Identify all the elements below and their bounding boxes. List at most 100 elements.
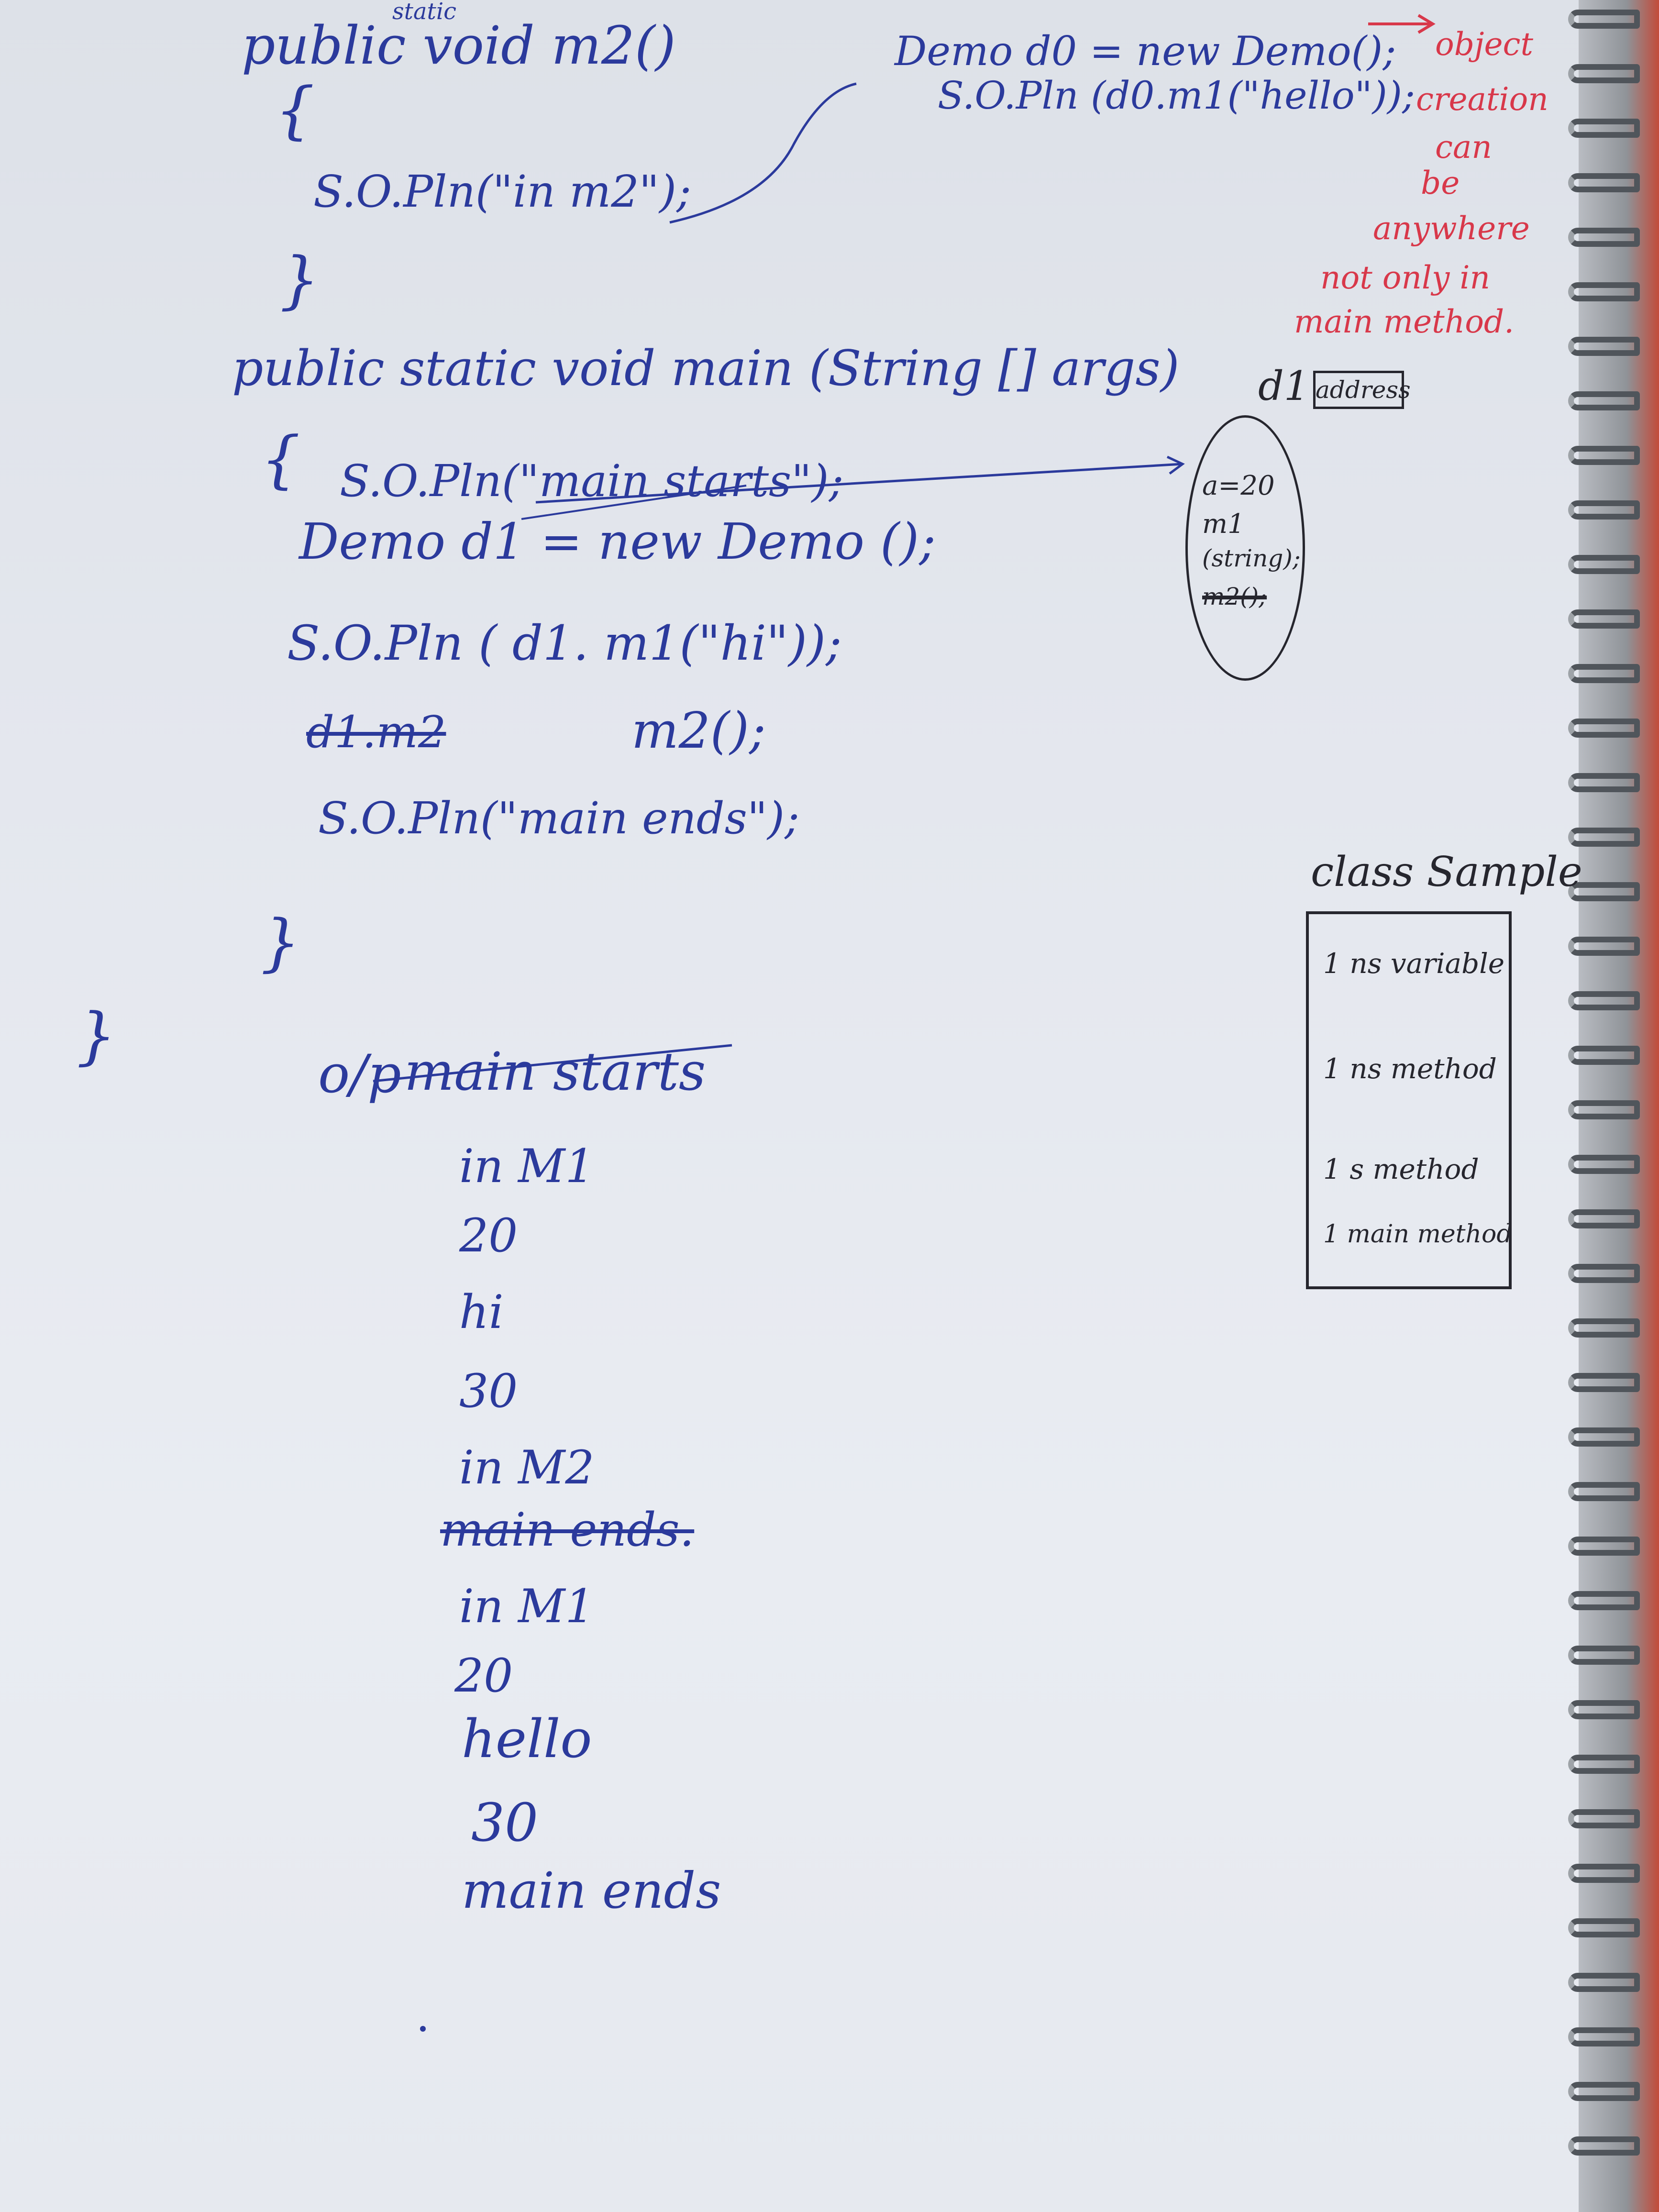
spiral-ring <box>1568 337 1640 356</box>
red-note-line-7: main method. <box>1294 303 1515 340</box>
m2-close-brace: } <box>280 243 320 316</box>
spiral-ring <box>1568 1046 1640 1065</box>
spiral-ring <box>1568 64 1640 83</box>
spiral-ring <box>1568 1427 1640 1447</box>
code-line-call-m1: S.O.Pln ( d1. m1("hi")); <box>287 615 842 671</box>
code-line-new-demo: Demo d1 = new Demo (); <box>299 512 936 571</box>
red-note-line-5: anywhere <box>1373 210 1530 247</box>
m2-body: S.O.Pln("in m2"); <box>313 166 691 217</box>
red-note-line-6: not only in <box>1320 259 1490 296</box>
spiral-ring <box>1568 2136 1640 2156</box>
output-line-4: hi <box>459 1285 504 1339</box>
spiral-ring <box>1568 1100 1640 1119</box>
spiral-ring <box>1568 991 1640 1010</box>
output-line-9: 20 <box>454 1649 513 1703</box>
side-code-line-1: Demo d0 = new Demo(); <box>895 28 1396 75</box>
spiral-ring <box>1568 1318 1640 1338</box>
spiral-ring <box>1568 1918 1640 1937</box>
memory-item-a: a=20 <box>1202 470 1275 501</box>
class-sample-item-1: 1 ns variable <box>1323 947 1505 980</box>
red-arrow-head <box>1417 14 1436 34</box>
spiral-ring <box>1568 664 1640 683</box>
static-annotation: static <box>392 0 457 25</box>
spiral-ring <box>1568 1973 1640 1992</box>
spiral-ring <box>1568 10 1640 29</box>
class-sample-item-3: 1 s method <box>1323 1153 1479 1185</box>
notebook-page <box>0 0 1579 2212</box>
class-sample-item-4: 1 main method <box>1323 1220 1513 1249</box>
memory-item-string: (string); <box>1202 544 1301 572</box>
spiral-ring <box>1568 719 1640 738</box>
spiral-ring <box>1568 555 1640 574</box>
main-signature: public static void main (String [] args) <box>232 340 1180 397</box>
spiral-ring <box>1568 119 1640 138</box>
spiral-ring <box>1568 2082 1640 2101</box>
output-line-7-struck: main ends. <box>440 1503 695 1557</box>
class-sample-item-2: 1 ns method <box>1323 1052 1497 1085</box>
underline-output-label <box>373 1044 732 1083</box>
spiral-ring <box>1568 1209 1640 1228</box>
spiral-ring <box>1568 609 1640 629</box>
address-box: address <box>1313 371 1411 409</box>
output-line-10: hello <box>462 1708 592 1770</box>
spiral-ring <box>1568 937 1640 956</box>
output-line-11: 30 <box>471 1792 538 1853</box>
spiral-ring <box>1568 2027 1640 2046</box>
connector-m2-to-side-code <box>669 82 857 224</box>
spiral-ring <box>1568 1264 1640 1283</box>
object-ellipse: a=20 m1 (string); m2(); <box>1185 415 1305 681</box>
m2-signature: public void m2() <box>242 15 676 76</box>
spiral-ring <box>1568 1646 1640 1665</box>
m2-open-brace: { <box>275 74 315 146</box>
code-line-main-ends: S.O.Pln("main ends"); <box>318 793 800 844</box>
output-line-8: in M1 <box>459 1580 595 1633</box>
red-note-line-1: object <box>1435 26 1533 63</box>
spiral-ring <box>1568 773 1640 792</box>
spiral-ring <box>1568 1809 1640 1828</box>
side-code-line-2: S.O.Pln (d0.m1("hello")); <box>938 73 1415 118</box>
main-open-brace: { <box>261 423 300 496</box>
output-line-1: main starts <box>404 1041 706 1102</box>
spiral-ring <box>1568 1482 1640 1501</box>
spiral-ring <box>1568 446 1640 465</box>
arrow-to-object <box>535 463 1182 504</box>
output-line-6: in M2 <box>459 1441 595 1494</box>
code-line-call-m2-struck: d1.m2 <box>306 707 446 758</box>
spiral-ring <box>1568 228 1640 247</box>
class-sample-title: class Sample <box>1311 848 1582 896</box>
output-line-3: 20 <box>459 1209 518 1262</box>
spiral-ring <box>1568 173 1640 192</box>
output-line-2: in M1 <box>459 1139 595 1193</box>
class-close-brace: } <box>77 999 116 1072</box>
spiral-ring <box>1568 1591 1640 1610</box>
class-sample-box: 1 ns variable 1 ns method 1 s method 1 m… <box>1306 911 1513 1289</box>
spiral-ring <box>1568 882 1640 901</box>
spiral-binding <box>1568 0 1659 2212</box>
spiral-ring <box>1568 828 1640 847</box>
spiral-ring <box>1568 1700 1640 1719</box>
output-line-5: 30 <box>459 1364 518 1418</box>
red-note-line-4: be <box>1421 165 1460 201</box>
main-close-brace: } <box>261 906 300 979</box>
memory-item-m2-struck: m2(); <box>1202 583 1267 610</box>
ref-label-d1: d1 <box>1258 363 1310 409</box>
spiral-ring <box>1568 500 1640 520</box>
code-line-main-starts: S.O.Pln("main starts"); <box>340 455 844 507</box>
red-note-line-3: can <box>1435 129 1492 166</box>
spiral-ring <box>1568 1755 1640 1774</box>
red-note-line-2: creation <box>1416 81 1548 118</box>
memory-item-m1: m1 <box>1202 509 1245 540</box>
output-label: o/p <box>318 1043 401 1105</box>
output-line-12: main ends <box>462 1861 721 1920</box>
arrow-to-object-head <box>1166 455 1185 475</box>
spiral-ring <box>1568 391 1640 410</box>
spiral-ring <box>1568 1537 1640 1556</box>
spiral-ring <box>1568 1155 1640 1174</box>
ink-dot <box>420 2026 426 2032</box>
underline-main-starts <box>521 485 747 520</box>
spiral-ring <box>1568 282 1640 301</box>
spiral-ring <box>1568 1864 1640 1883</box>
code-line-call-m2: m2(); <box>631 701 766 760</box>
spiral-ring <box>1568 1373 1640 1392</box>
